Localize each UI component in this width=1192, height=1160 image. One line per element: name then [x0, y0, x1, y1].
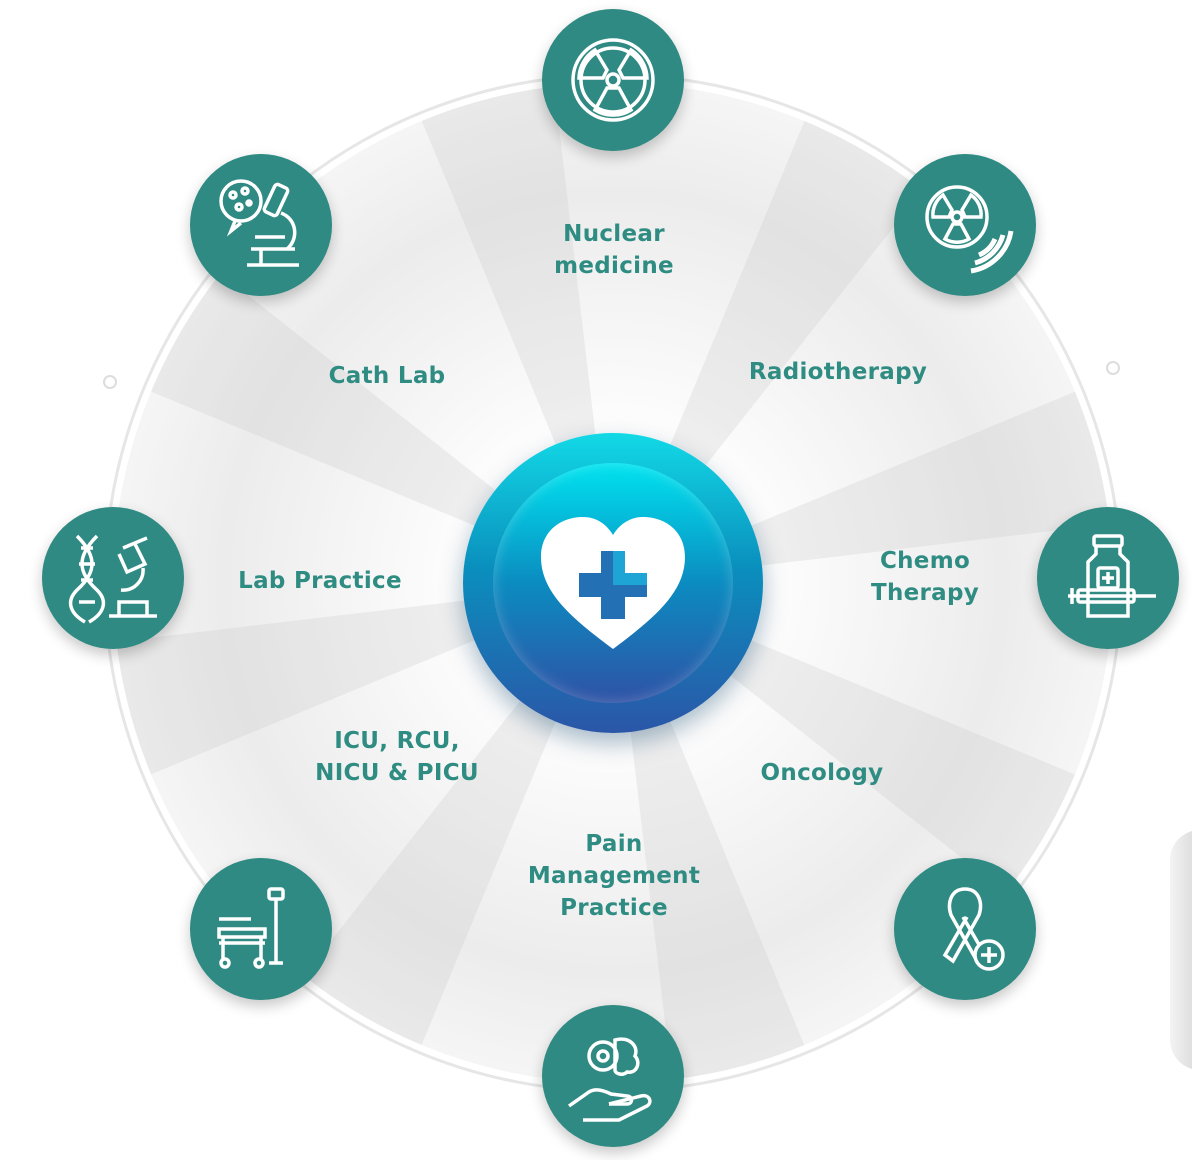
label-chemo-therapy: Chemo Therapy: [870, 548, 980, 606]
radiation-waves-icon: [894, 154, 1036, 296]
medicine-bottle-syringe-icon: [1037, 507, 1179, 649]
label-pain-management-practice: Pain Management Practice: [527, 831, 701, 921]
ring-node-left: [103, 375, 117, 389]
label-cath-lab: Cath Lab: [328, 363, 446, 389]
wheel-segment: [421, 83, 805, 583]
wheel-segment: [113, 391, 613, 775]
person-coat-edge: [1170, 830, 1192, 1070]
microscope-bacteria-icon: [190, 154, 332, 296]
dna-microscope-icon: [42, 507, 184, 649]
heart-plus-icon: [541, 517, 685, 649]
center-hub: [463, 433, 763, 733]
label-lab-practice: Lab Practice: [238, 568, 402, 594]
ring-node-right: [1106, 361, 1120, 375]
wheel-segment: [421, 583, 805, 1083]
wheel-segment: [613, 391, 1113, 775]
hand-brain-icon: [542, 1005, 684, 1147]
radiation-icon: [542, 9, 684, 151]
label-oncology: Oncology: [760, 760, 884, 786]
label-nuclear-medicine: Nuclear medicine: [554, 221, 674, 279]
label-icu-rcu-nicu-picu: ICU, RCU, NICU & PICU: [315, 728, 479, 786]
cancer-ribbon-icon: [894, 858, 1036, 1000]
hospital-bed-icon: [190, 858, 332, 1000]
label-radiotherapy: Radiotherapy: [748, 359, 928, 385]
